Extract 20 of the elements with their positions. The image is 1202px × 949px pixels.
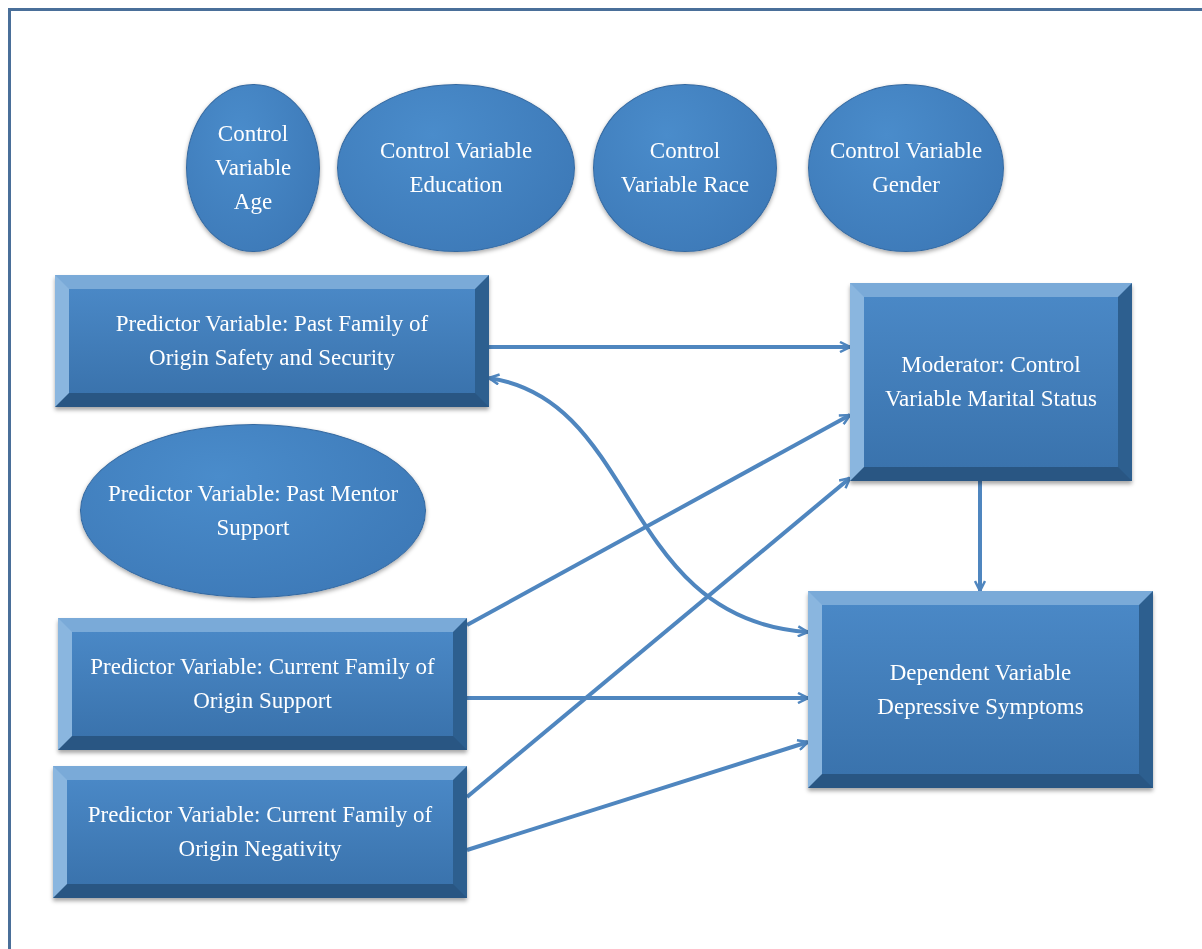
variable-box (850, 283, 1132, 481)
arrow (973, 481, 987, 593)
variable-box (808, 591, 1153, 788)
node-label: Predictor Variable: Past Family of Origin Safety and Security (114, 310, 430, 372)
node-label: Control Variable Gender (828, 137, 984, 199)
arrow (466, 739, 810, 852)
node-label: Control Variable Education (378, 137, 534, 199)
arrow (467, 691, 810, 705)
node-label: Predictor Variable: Past Mentor Support (106, 480, 400, 542)
arrow (489, 340, 852, 354)
node-label: Control Variable Age (213, 120, 293, 216)
node-label: Control Variable Race (619, 137, 751, 199)
node-label: Moderator: Control Variable Marital Status (883, 351, 1099, 413)
arrow (466, 413, 852, 627)
node-label: Dependent Variable Depressive Symptoms (876, 658, 1085, 721)
variable-box (53, 766, 467, 898)
node-label: Predictor Variable: Current Family of Origin Negativity (86, 801, 434, 863)
variable-box (55, 275, 489, 407)
node-label: Predictor Variable: Current Family of Origin Support (89, 653, 436, 715)
variable-box (58, 618, 467, 750)
